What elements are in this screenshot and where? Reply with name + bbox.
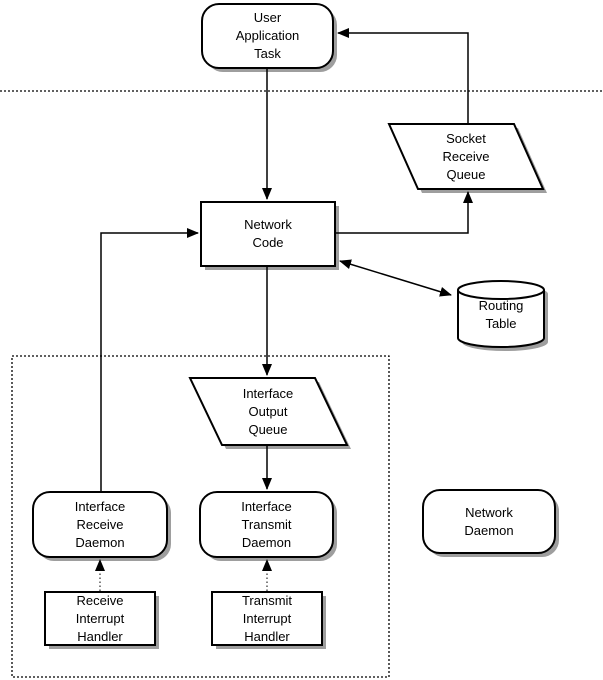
transmit-interrupt-handler-node: [211, 591, 323, 646]
edge-receive-daemon-to-network-code: [100, 228, 199, 492]
interface-output-queue-node: [188, 377, 349, 446]
socket-receive-queue-node: [387, 123, 545, 190]
routing-table-cylinder-top: [457, 280, 545, 300]
user-application-task-node: [201, 3, 334, 69]
edge-socket-queue-to-user-task: [337, 28, 469, 124]
interrupt-level-box: [11, 355, 390, 678]
edge-network-code-routing-table-bidirectional: [339, 259, 452, 297]
edge-network-code-to-socket-queue: [335, 191, 473, 234]
interface-transmit-daemon-node: [199, 491, 334, 558]
receive-interrupt-handler-node: [44, 591, 156, 646]
network-code-node: [200, 201, 336, 267]
routing-table-cylinder-body: [457, 290, 545, 348]
network-daemon-node: [422, 489, 556, 554]
interface-receive-daemon-node: [32, 491, 168, 558]
